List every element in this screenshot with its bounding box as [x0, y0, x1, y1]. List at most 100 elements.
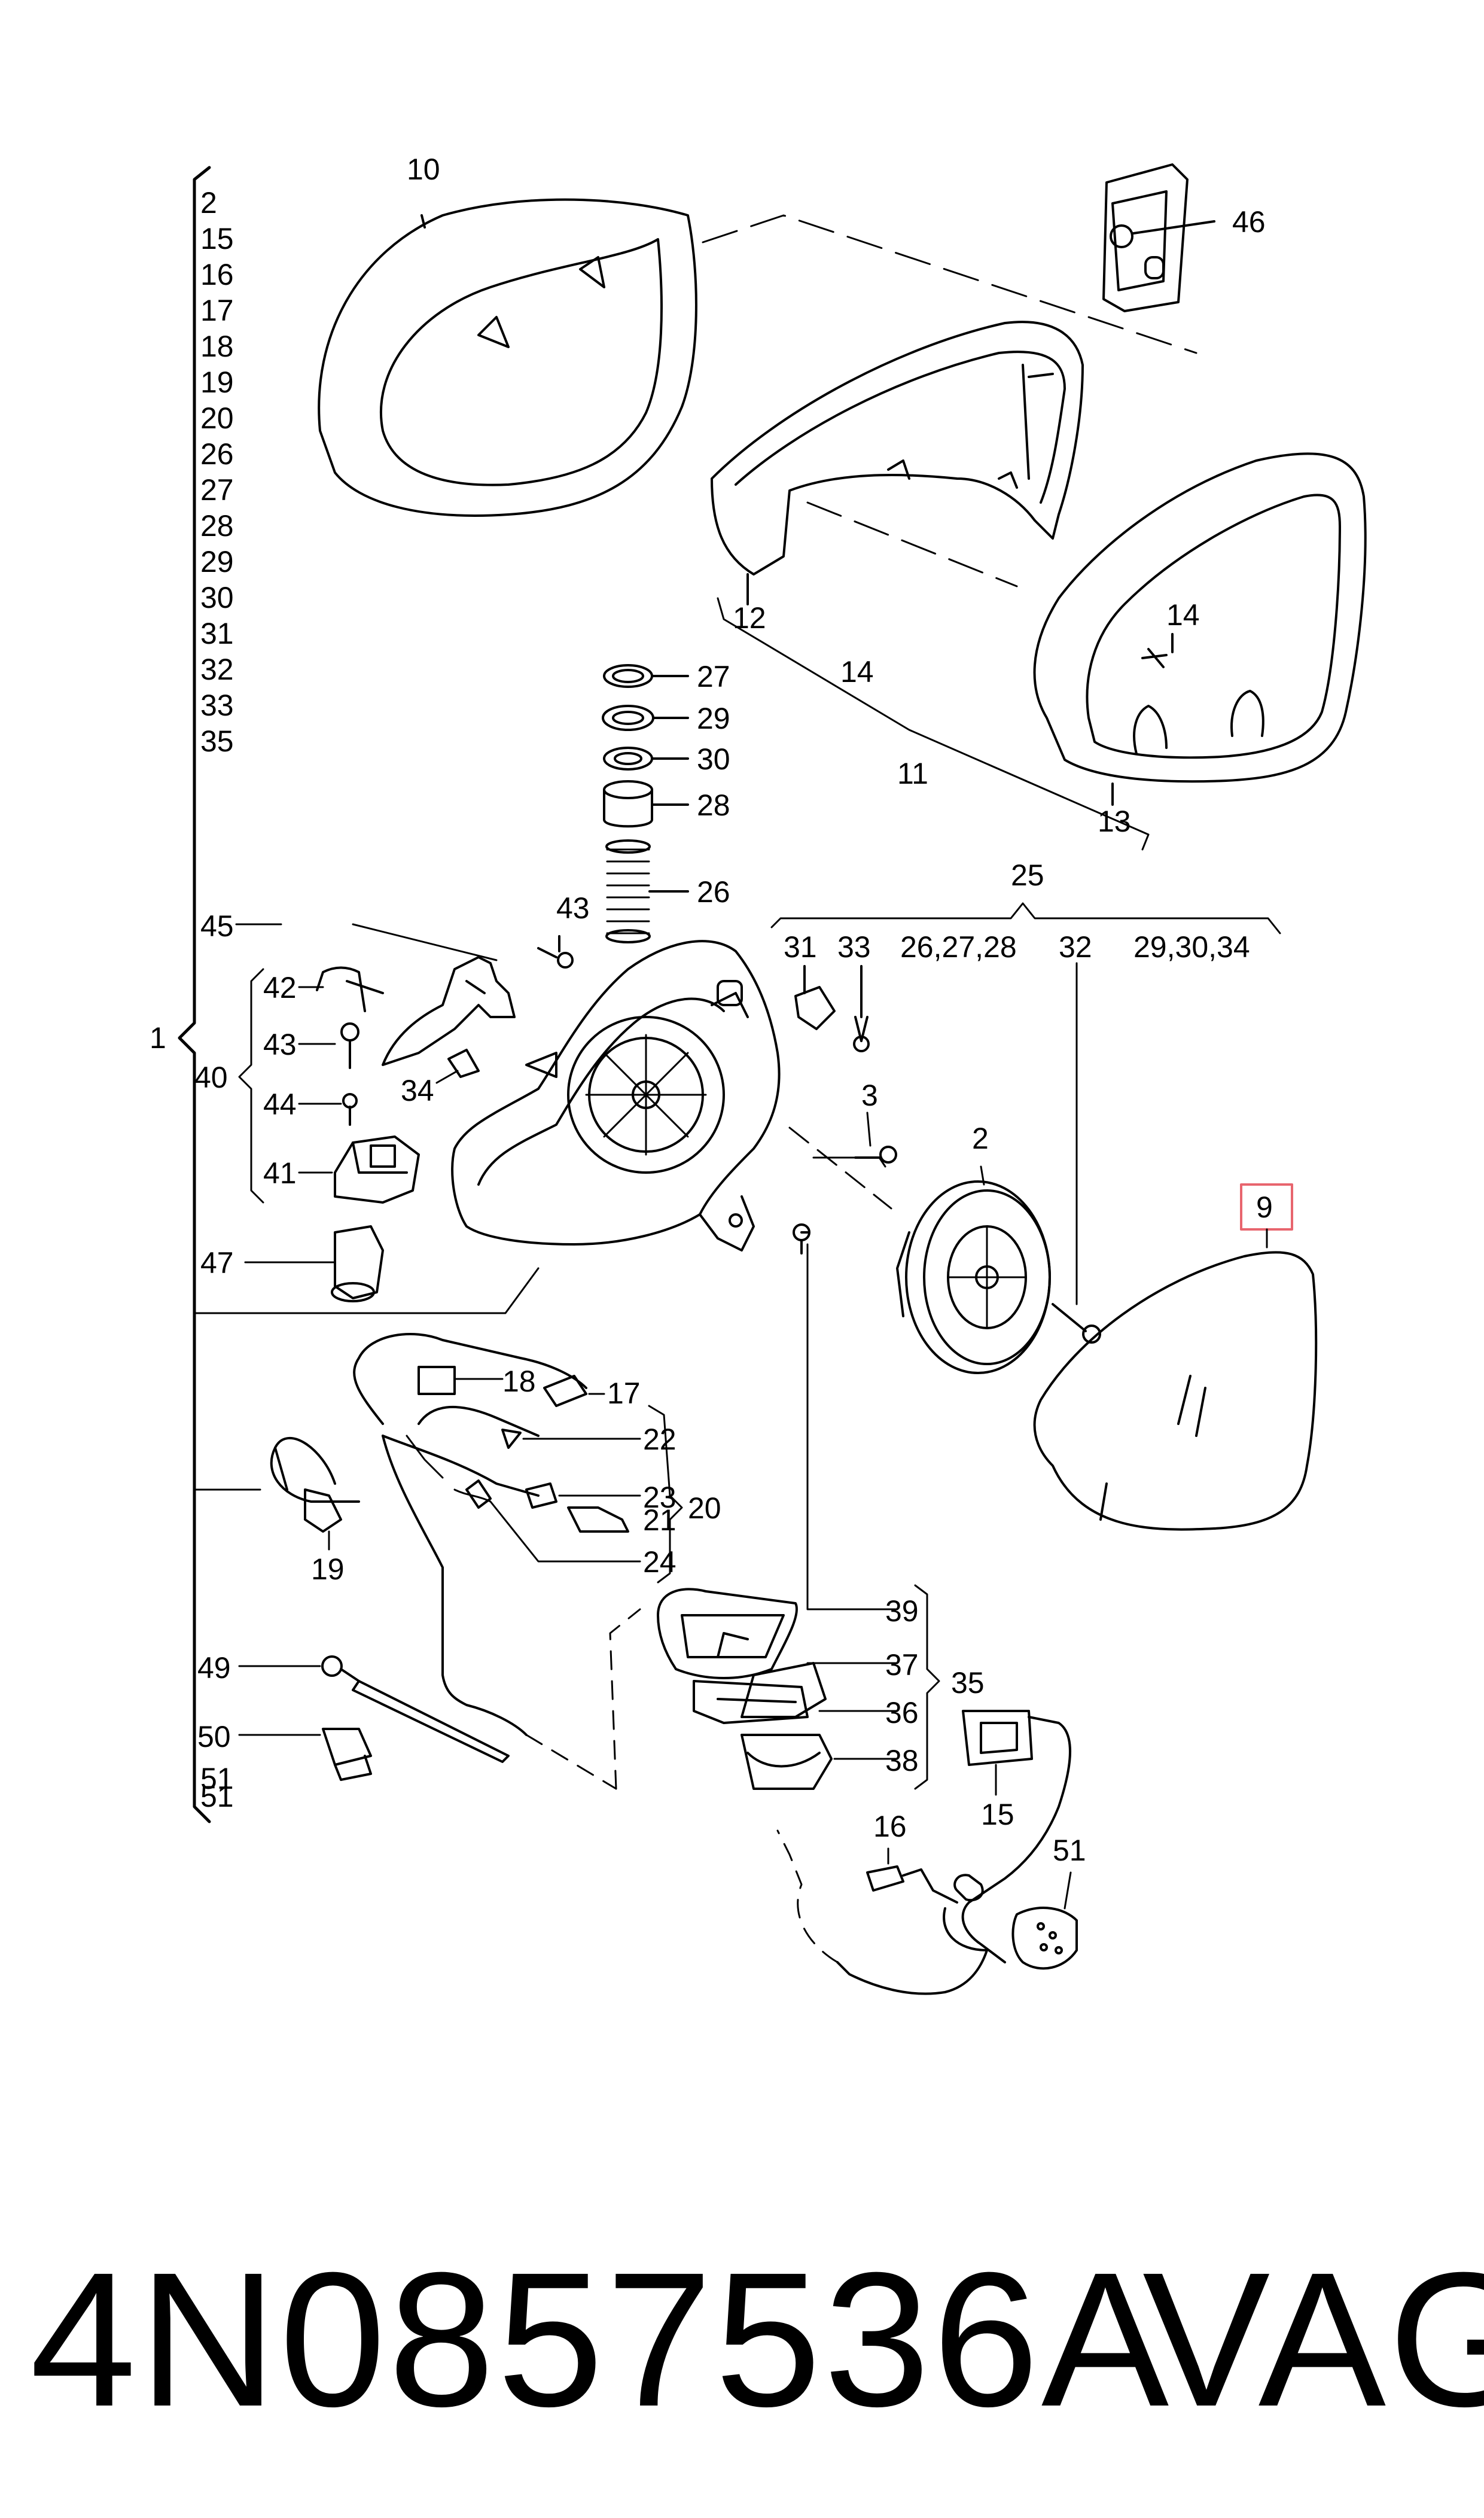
leader-line: [193, 1267, 540, 1314]
group-list-item: 32: [200, 653, 234, 686]
actuator-41: 41: [263, 1135, 420, 1204]
callout-50: 50: [197, 1720, 231, 1753]
lamp-47: 47: [200, 1225, 384, 1302]
screw-3: 3: [812, 1079, 897, 1168]
callout-43a: 43: [556, 891, 590, 925]
group-list-item: 51: [200, 1762, 234, 1795]
group-list-item: 33: [200, 689, 234, 722]
callout-46: 46: [1232, 205, 1266, 239]
callout-38: 38: [885, 1744, 919, 1777]
callout-15: 15: [981, 1798, 1014, 1831]
callout-42: 42: [263, 971, 297, 1004]
brand-name: VAG: [1142, 2232, 1484, 2446]
group-list-item: 26: [200, 437, 234, 471]
callout-20: 20: [688, 1491, 721, 1525]
callout-3: 3: [861, 1079, 878, 1112]
callout-17: 17: [607, 1377, 641, 1410]
connector-dashed: [702, 214, 1197, 354]
callout-14a: 14: [1166, 598, 1200, 632]
callout-14b: 14: [840, 655, 874, 689]
callout-43b: 43: [263, 1028, 297, 1061]
group-list-item: 19: [200, 366, 234, 399]
callout-37: 37: [885, 1648, 919, 1682]
group-list-item: 20: [200, 401, 234, 435]
callout-22: 22: [643, 1423, 677, 1456]
callout-29: 29: [697, 702, 730, 735]
screw-32: [1052, 962, 1101, 1344]
clip-42: 42: [263, 966, 384, 1012]
group-25-bracket: 25 31 33 26,27,28 32 29,30,34: [770, 858, 1281, 964]
bracket-45: 45 43: [200, 891, 590, 1066]
group-list-item: 27: [200, 473, 234, 507]
cable-tie-49: 49: [197, 1651, 510, 1763]
housing-cover-12: 12: [711, 321, 1084, 635]
callout-18: 18: [502, 1365, 536, 1398]
callout-21: 21: [643, 1503, 677, 1537]
callout-32: 32: [1059, 930, 1092, 964]
callout-2: 2: [972, 1122, 989, 1155]
callout-16: 16: [873, 1810, 907, 1843]
group-list-item: 35: [200, 724, 234, 758]
callout-10: 10: [407, 153, 440, 186]
group-1-bracket: 1: [150, 166, 211, 1823]
clip-31-screw-33: [794, 965, 870, 1052]
callout-24: 24: [643, 1545, 677, 1579]
callout-28: 28: [697, 788, 730, 822]
mirror-glass-9: 9: [1033, 1183, 1318, 1531]
callout-45: 45: [200, 909, 234, 943]
connector-harness-15: 15 16 51: [776, 1710, 1086, 1995]
callout-25: 25: [1011, 858, 1044, 892]
group-list-item: 18: [200, 330, 234, 363]
callout-41: 41: [263, 1156, 297, 1190]
screw-44: 44: [263, 1088, 358, 1126]
group-list-item: 28: [200, 509, 234, 543]
callout-26: 26: [697, 875, 730, 909]
callout-31: 31: [784, 930, 817, 964]
group-list-item: 15: [200, 222, 234, 255]
callout-34: 34: [401, 1074, 434, 1107]
callout-33: 33: [837, 930, 871, 964]
callout-9: 9: [1256, 1191, 1273, 1224]
callout-44: 44: [263, 1088, 297, 1121]
group-11-bracket: 14 11: [717, 597, 1150, 851]
group-list-item: 17: [200, 294, 234, 327]
spring-stack: 27 29 30 28 26: [602, 660, 730, 943]
group-list-item: 29: [200, 545, 234, 578]
callout-19: 19: [311, 1552, 345, 1586]
mirror-housing-13: 14 13: [1033, 452, 1367, 838]
group-list-item: 31: [200, 617, 234, 650]
part-number-caption: 4N0857536A VAG: [30, 2225, 1484, 2453]
callout-49: 49: [197, 1651, 231, 1685]
callout-1: 1: [150, 1021, 166, 1055]
callout-12: 12: [733, 601, 766, 635]
connector-dashed: [806, 501, 1018, 587]
group-list-item: 16: [200, 258, 234, 291]
callout-29-30-34: 29,30,34: [1133, 930, 1250, 964]
group-list-item: 30: [200, 581, 234, 614]
callout-39: 39: [885, 1594, 919, 1628]
adjustment-motor-2: 2: [788, 1122, 1051, 1374]
turn-signal-46: 46: [1102, 163, 1266, 312]
part-number: 4N0857536A: [30, 2232, 1172, 2446]
camera-assembly: 39 37 36 38 35: [609, 1243, 985, 1790]
wiring-harness: 18 17 22 23 21 24 20 19: [193, 1333, 721, 1790]
callout-47: 47: [200, 1246, 234, 1280]
callout-35: 35: [951, 1666, 985, 1700]
callout-51b: 51: [1053, 1834, 1086, 1867]
callout-26-27-28: 26,27,28: [900, 930, 1017, 964]
callout-13: 13: [1098, 805, 1131, 838]
callout-27: 27: [697, 660, 730, 693]
group-list-item: 2: [200, 186, 217, 220]
callout-30: 30: [697, 742, 730, 776]
group-40-bracket: 40: [194, 968, 264, 1204]
callout-11: 11: [897, 757, 928, 790]
mirror-cap-10: 10: [318, 153, 697, 517]
callout-51a: 51: [200, 1780, 234, 1813]
clip-50: 50: [197, 1720, 372, 1781]
screw-39-pin: [793, 1223, 810, 1255]
group-1-list: 2 15 16 17 18 19 20 26 27 28 29 30 31 32…: [200, 186, 234, 1795]
clip-34: 34: [401, 1049, 480, 1107]
callout-40: 40: [194, 1061, 228, 1094]
callout-36: 36: [885, 1696, 919, 1730]
